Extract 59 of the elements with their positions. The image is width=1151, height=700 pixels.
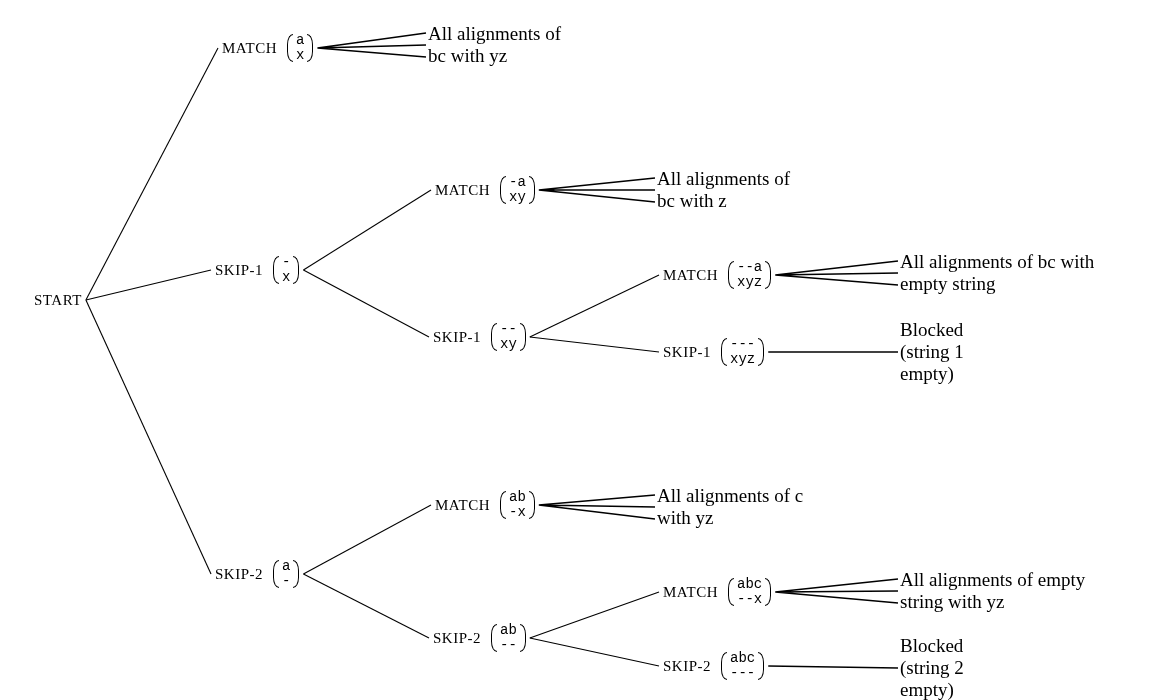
tree-branch	[767, 665, 899, 669]
vector-entry: -	[282, 255, 291, 270]
vector-entry: ab	[509, 490, 526, 505]
tree-branch	[302, 504, 432, 575]
tree-branch	[302, 189, 432, 271]
result-text: All alignments of empty string with yz	[898, 569, 1102, 613]
vector-entry: a	[282, 559, 291, 574]
vector-entry: x	[296, 48, 305, 63]
fan-lines	[316, 32, 427, 58]
vector-entry: ---	[730, 666, 756, 681]
vector-entry: -	[282, 574, 291, 589]
vector-entry: --x	[737, 592, 763, 607]
fan-lines	[774, 578, 899, 604]
tree-branch	[529, 336, 660, 353]
vector-entry: xy	[500, 337, 517, 352]
tree-branch	[302, 269, 430, 338]
step-label: MATCH	[435, 496, 490, 514]
result-text: All alignments of bc with empty string	[898, 251, 1102, 295]
vector-entry: ab	[500, 623, 517, 638]
start-label: START	[34, 291, 82, 309]
step-label: MATCH	[663, 583, 718, 601]
tree-branch	[529, 637, 660, 667]
result-text: All alignments of bc with yz	[426, 23, 580, 67]
vector-entry: --a	[737, 260, 763, 275]
vector-entry: xyz	[730, 352, 756, 367]
vector-entry: xy	[509, 190, 526, 205]
tree-branch	[529, 591, 660, 639]
step-label: SKIP-2	[215, 565, 263, 583]
fan-lines	[538, 494, 656, 520]
fan-lines	[538, 177, 656, 203]
result-text: Blocked (string 2 empty)	[898, 635, 1019, 700]
vector-entry: a	[296, 33, 305, 48]
tree-branch	[85, 269, 212, 301]
tree-branch	[85, 47, 219, 301]
step-label: MATCH	[222, 39, 277, 57]
vector-entry: xyz	[737, 275, 763, 290]
tree-branch	[85, 299, 212, 575]
step-label: SKIP-1	[663, 343, 711, 361]
result-text: Blocked (string 1 empty)	[898, 319, 1019, 385]
vector-entry: abc	[730, 651, 756, 666]
fan-lines	[774, 260, 899, 286]
vector-entry: x	[282, 270, 291, 285]
result-text: All alignments of c with yz	[655, 485, 809, 529]
vector-entry: abc	[737, 577, 763, 592]
step-label: MATCH	[435, 181, 490, 199]
vector-entry: --	[500, 638, 517, 653]
step-label: SKIP-2	[663, 657, 711, 675]
step-label: SKIP-1	[433, 328, 481, 346]
result-text: All alignments of bc with z	[655, 168, 809, 212]
vector-entry: --	[500, 322, 517, 337]
tree-branch	[302, 573, 430, 639]
vector-entry: -a	[509, 175, 526, 190]
step-label: SKIP-1	[215, 261, 263, 279]
tree-branch	[767, 351, 899, 353]
vector-entry: ---	[730, 337, 756, 352]
step-label: MATCH	[663, 266, 718, 284]
tree-branch	[529, 274, 660, 338]
step-label: SKIP-2	[433, 629, 481, 647]
vector-entry: -x	[509, 505, 526, 520]
